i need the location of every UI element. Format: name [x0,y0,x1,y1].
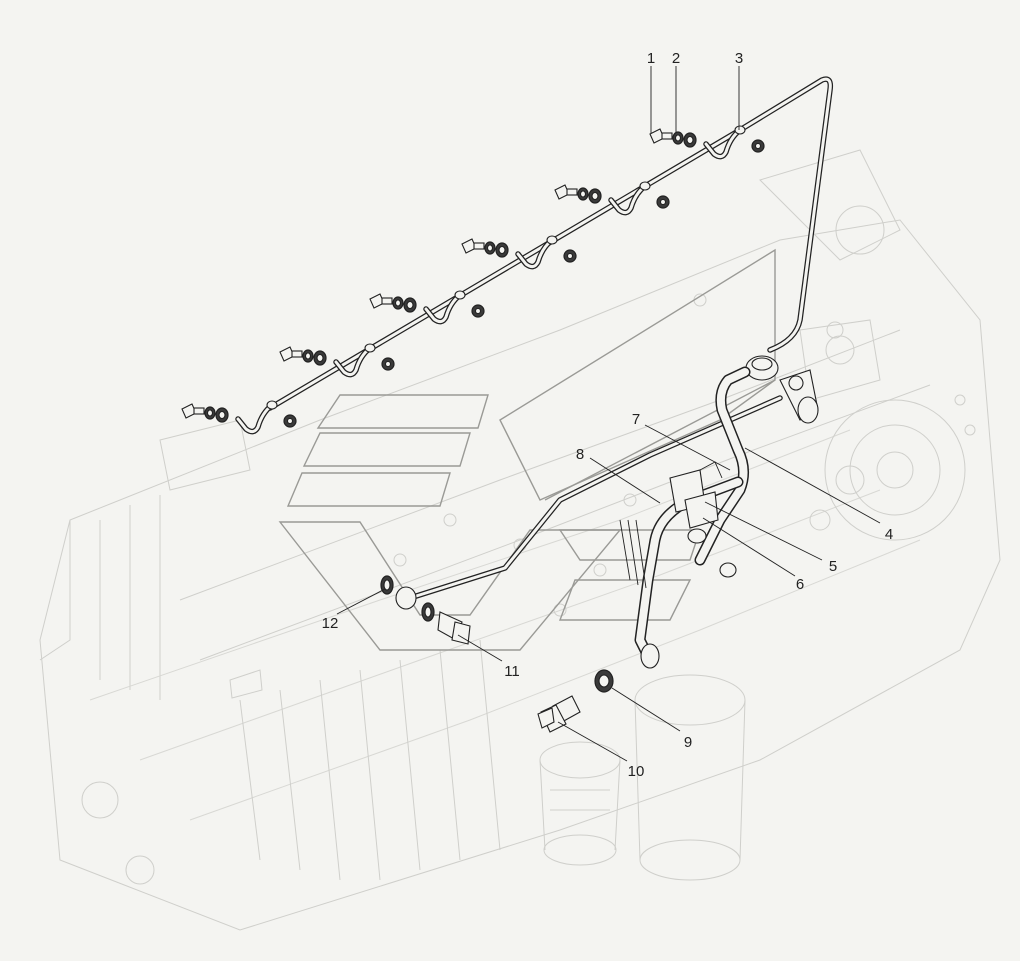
hose-assembly [619,366,751,669]
injector-nut-hole-3 [566,252,574,260]
injector-nut-hole-2 [659,198,667,206]
pipe-joint-6 [266,400,278,410]
bolt-shank-2 [566,188,578,196]
washer-hole-4 [394,299,402,307]
callout-5: 5 [829,558,837,575]
leader-lines [336,66,881,762]
injector-loop-inner-4 [424,293,462,324]
washer-hole-6 [206,409,214,417]
watermark-logo [278,248,776,651]
injector-nut-hole-6 [286,417,294,425]
callout-11: 11 [504,663,520,680]
bolt-shank-3 [473,242,485,250]
callout-6: 6 [796,576,804,593]
injector-loop-inner-5 [334,346,372,377]
callout-2: 2 [672,50,680,67]
callout-3: 3 [735,50,743,67]
bolt-shank-5 [291,350,303,358]
banjo-ring-hole-4 [406,300,414,310]
washer-hole-1 [674,134,682,142]
banjo-ring-hole-3 [498,245,506,255]
injector-nut-hole-4 [474,307,482,315]
washer-hole-2 [579,190,587,198]
pipe-joint-4 [454,290,466,300]
pipe-joint-1 [734,125,746,135]
callout-9: 9 [684,734,692,751]
pipe-joint-2 [639,181,651,191]
injector-loop-inner-2 [609,184,647,215]
pipe-joint-3 [546,235,558,245]
injector-nut-hole-5 [384,360,392,368]
banjo-connection-9-10 [537,669,614,733]
washer-hole-3 [486,244,494,252]
injector-loop-inner-6 [236,403,274,434]
banjo-ring-hole-2 [591,191,599,201]
tee-fitting [745,355,819,424]
bolt-shank-1 [661,132,673,140]
return-line-lower [407,395,783,601]
bolt-shank-4 [381,297,393,305]
return-pipe-main [267,76,834,411]
callout-12: 12 [322,615,339,632]
bolt-shank-6 [193,407,205,415]
banjo-connection-11-12 [380,575,471,645]
callout-10: 10 [628,763,645,780]
injector-loop-inner-1 [704,128,742,159]
injector-loop-inner-3 [516,238,554,269]
banjo-ring-hole-6 [218,410,226,420]
injector-loops [235,125,746,435]
engine-background [39,149,1001,931]
callout-4: 4 [885,526,893,543]
injector-fittings [181,128,765,428]
washer-hole-5 [304,352,312,360]
callout-7: 7 [632,411,640,428]
callout-8: 8 [576,446,584,463]
callout-labels: 1 2 3 4 5 6 7 8 9 10 11 12 [322,50,894,780]
pipe-joint-5 [364,343,376,353]
injector-nut-hole-1 [754,142,762,150]
banjo-ring-hole-5 [316,353,324,363]
banjo-ring-hole-1 [686,135,694,145]
callout-1: 1 [647,50,655,67]
